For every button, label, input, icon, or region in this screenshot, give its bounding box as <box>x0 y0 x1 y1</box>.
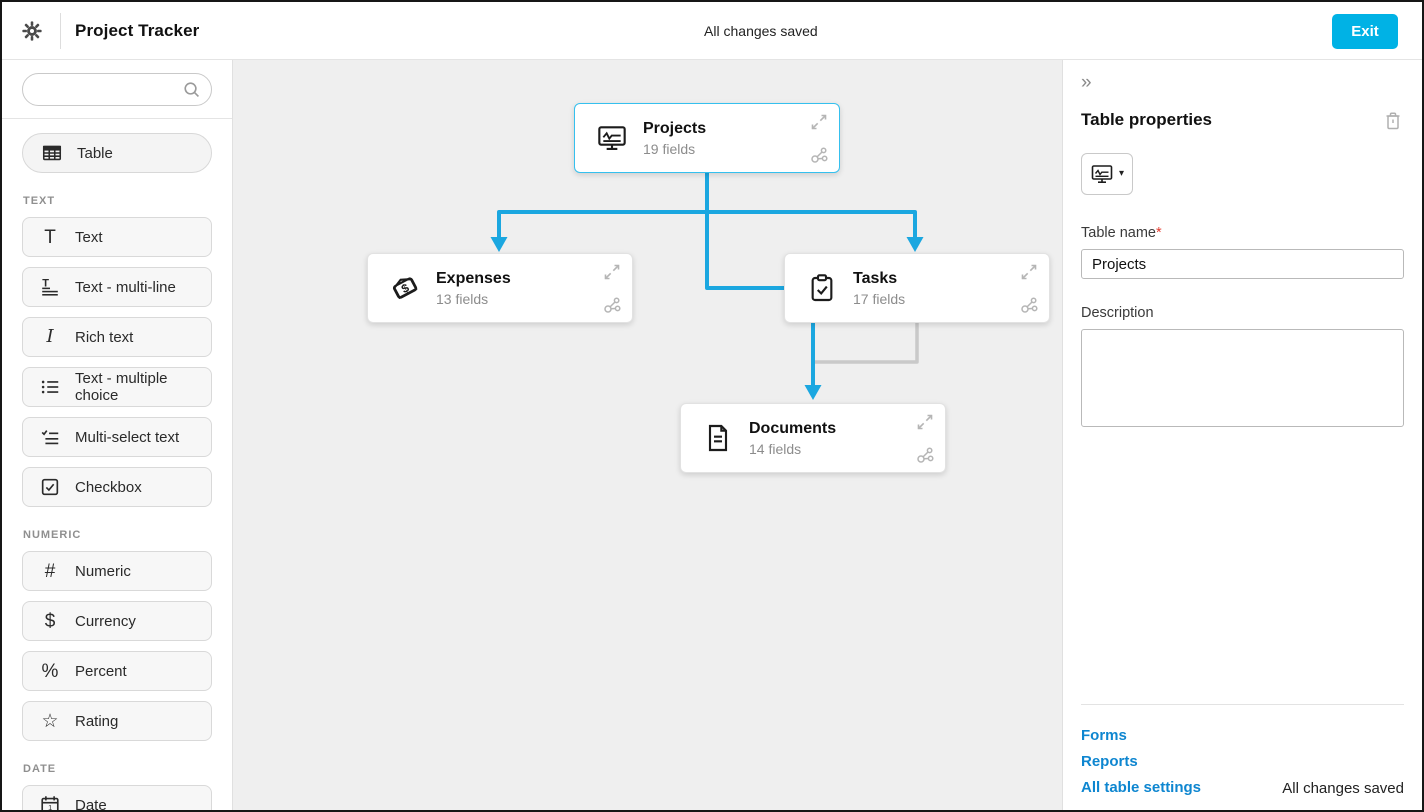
table-node-tasks[interactable]: Tasks 17 fields <box>784 253 1050 323</box>
text-multiline-icon: T <box>38 275 62 299</box>
currency-icon: $ <box>44 610 56 632</box>
text-icon: T <box>44 226 56 248</box>
chevron-down-icon: ▾ <box>1118 168 1125 179</box>
expand-icon[interactable] <box>603 263 621 281</box>
relationship-connectors <box>490 173 924 400</box>
table-node-field-count: 14 fields <box>749 440 802 457</box>
sidebar-item-label: Currency <box>75 612 136 630</box>
gear-icon <box>22 20 42 41</box>
sidebar-search-section <box>2 60 232 119</box>
document-icon <box>701 421 735 455</box>
percent-icon: % <box>41 660 59 682</box>
table-node-field-count: 19 fields <box>643 140 696 157</box>
panel-spacer <box>1081 427 1404 704</box>
sidebar-item-label: Multi-select text <box>75 428 180 446</box>
required-marker: * <box>1155 225 1162 241</box>
checkbox-icon <box>38 475 62 499</box>
delete-table-button[interactable] <box>1382 109 1404 131</box>
all-table-settings-link[interactable]: All table settings <box>1081 779 1202 796</box>
relationships-icon[interactable] <box>809 145 829 165</box>
sidebar-item-label: Checkbox <box>75 478 142 496</box>
reports-link[interactable]: Reports <box>1081 753 1138 770</box>
monitor-chart-icon <box>595 121 629 155</box>
sidebar-item-label: Rich text <box>75 328 134 346</box>
table-node-name: Documents <box>749 419 837 437</box>
collapse-panel-icon[interactable]: » <box>1081 72 1092 93</box>
expand-icon[interactable] <box>916 413 934 431</box>
table-node-name: Expenses <box>436 269 511 287</box>
expand-icon[interactable] <box>810 113 828 131</box>
app-title: Project Tracker <box>75 20 200 40</box>
sidebar-item-label: Date <box>75 796 107 811</box>
table-name-input[interactable] <box>1081 249 1404 279</box>
table-icon <box>40 141 64 165</box>
table-name-label: Table name* <box>1081 225 1162 241</box>
trash-icon <box>1386 111 1400 129</box>
sidebar-item-label: Table <box>77 144 113 162</box>
table-node-documents[interactable]: Documents 14 fields <box>680 403 946 473</box>
field-types-sidebar: Table TEXT T Text T <box>2 60 233 810</box>
sidebar-item-label: Rating <box>75 712 119 730</box>
table-properties-panel: » Table properties <box>1062 60 1422 810</box>
sidebar-item-date[interactable]: 1 Date <box>22 785 212 810</box>
sidebar-item-rating[interactable]: ☆ Rating <box>22 701 212 741</box>
sidebar-item-label: Text <box>75 228 103 246</box>
relationships-icon[interactable] <box>1019 295 1039 315</box>
rating-star-icon: ☆ <box>41 710 59 732</box>
table-node-projects[interactable]: Projects 19 fields <box>574 103 840 173</box>
diagram-canvas[interactable]: Projects 19 fields <box>233 60 1062 810</box>
sidebar-item-text-multi-line[interactable]: T Text - multi-line <box>22 267 212 307</box>
sidebar-item-label: Text - multi-line <box>75 278 176 296</box>
clipboard-check-icon <box>805 271 839 305</box>
relationships-icon[interactable] <box>915 445 935 465</box>
sidebar-item-multi-select-text[interactable]: Multi-select text <box>22 417 212 457</box>
topbar: Project Tracker All changes saved Exit <box>2 2 1422 60</box>
svg-text:1: 1 <box>48 803 52 810</box>
calendar-icon: 1 <box>38 793 62 810</box>
numeric-icon: # <box>44 560 56 582</box>
relationships-icon[interactable] <box>602 295 622 315</box>
table-node-name: Tasks <box>853 269 898 287</box>
save-status-text: All changes saved <box>704 22 818 39</box>
sidebar-item-text[interactable]: T Text <box>22 217 212 257</box>
sidebar-item-text-multiple-choice[interactable]: Text - multiple choice <box>22 367 212 407</box>
description-textarea[interactable] <box>1081 329 1404 427</box>
price-tag-icon: $ <box>388 271 422 305</box>
sidebar-item-rich-text[interactable]: I Rich text <box>22 317 212 357</box>
table-node-expenses[interactable]: $ Expenses 13 fields <box>367 253 633 323</box>
section-label-date: DATE <box>23 763 57 775</box>
sidebar-item-percent[interactable]: % Percent <box>22 651 212 691</box>
bulleted-list-icon <box>38 375 62 399</box>
exit-button[interactable]: Exit <box>1332 14 1398 49</box>
section-label-text: TEXT <box>23 195 56 207</box>
sidebar-items-list: Table TEXT T Text T <box>2 119 232 810</box>
section-label-numeric: NUMERIC <box>23 529 82 541</box>
topbar-divider <box>60 12 61 49</box>
forms-link[interactable]: Forms <box>1081 727 1127 744</box>
table-node-name: Projects <box>643 119 707 137</box>
panel-divider <box>1081 704 1404 705</box>
table-node-field-count: 13 fields <box>436 290 489 307</box>
sidebar-item-currency[interactable]: $ Currency <box>22 601 212 641</box>
sidebar-item-checkbox[interactable]: Checkbox <box>22 467 212 507</box>
sidebar-item-label: Text - multiple choice <box>75 370 168 404</box>
svg-text:$: $ <box>399 280 412 296</box>
table-node-field-count: 17 fields <box>853 290 906 307</box>
description-label: Description <box>1081 305 1154 321</box>
sidebar-item-label: Percent <box>75 662 127 680</box>
sidebar-item-table[interactable]: Table <box>22 133 212 173</box>
svg-text:T: T <box>42 278 49 290</box>
settings-gear-button[interactable] <box>18 17 46 45</box>
rich-text-icon: I <box>46 326 54 347</box>
search-input[interactable] <box>22 73 212 106</box>
monitor-chart-icon <box>1091 165 1113 184</box>
panel-title: Table properties <box>1081 110 1212 129</box>
table-icon-selector[interactable]: ▾ <box>1081 153 1133 195</box>
panel-save-status-text: All changes saved <box>1282 780 1404 797</box>
sidebar-item-numeric[interactable]: # Numeric <box>22 551 212 591</box>
search-icon <box>182 80 201 99</box>
expand-icon[interactable] <box>1020 263 1038 281</box>
checklist-icon <box>38 425 62 449</box>
sidebar-item-label: Numeric <box>75 562 131 580</box>
